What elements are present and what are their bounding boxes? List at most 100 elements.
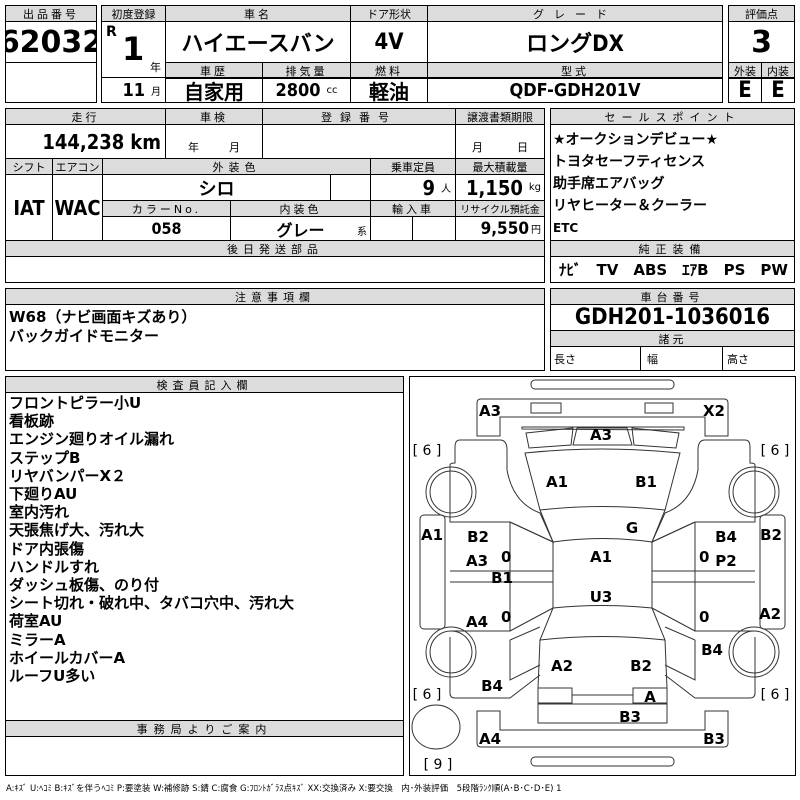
damage-label: [ 6 ] [761, 443, 790, 459]
front-panels [525, 427, 680, 449]
import-a [370, 216, 413, 241]
grille [521, 426, 685, 431]
rear-left-fender [449, 626, 541, 699]
inspector-line: 天張焦げ大、汚れ大 [9, 521, 145, 540]
front-bar [530, 379, 675, 390]
ac-label: エアコン [52, 158, 103, 175]
damage-label: [ 9 ] [424, 757, 453, 773]
damage-label: B2 [760, 526, 782, 544]
capacity-unit: 人 [441, 184, 451, 195]
wheel-inner [429, 630, 473, 674]
color: シロ [102, 174, 331, 201]
rear-bumper [476, 710, 729, 748]
year: 1 [122, 30, 145, 68]
inspector-line: エンジン廻りオイル漏れ [9, 430, 175, 449]
damage-label: A2 [759, 605, 781, 623]
equipment: ﾅﾋﾞ TV ABS ｴｱB PS PW [550, 256, 795, 283]
reg-no [262, 124, 456, 159]
model-label: 型式 [427, 62, 723, 79]
lot-blank [5, 62, 97, 103]
first-reg-year: R 1 年 [101, 21, 166, 78]
import-label: 輸入車 [370, 200, 456, 217]
sales-item: ETC [553, 221, 579, 235]
import-b [412, 216, 456, 241]
max-load: 1,150 kg [455, 174, 545, 201]
damage-label: B2 [467, 528, 489, 546]
lot-label: 出品番号 [5, 5, 97, 22]
sales-item: 助手席エアバッグ [553, 176, 665, 192]
mark: 0 [699, 548, 709, 566]
damage-label: B1 [491, 569, 513, 587]
load-unit: kg [528, 182, 541, 193]
grade-label: グレード [427, 5, 723, 22]
wheel-inner [732, 630, 776, 674]
inspector-line: 室内汚れ [9, 503, 70, 522]
damage-label: B4 [701, 641, 723, 659]
displacement-unit: cc [326, 84, 338, 96]
left-step [419, 514, 446, 630]
wheel-rear-right [728, 626, 780, 678]
mileage-value: 144,238 [42, 129, 125, 154]
rear-bar [530, 756, 675, 767]
damage-label: A2 [551, 657, 573, 675]
capacity-label: 乗車定員 [370, 158, 456, 175]
car-name: ハイエースバン [165, 21, 351, 63]
damage-label: A [644, 688, 656, 706]
year-unit: 年 [150, 61, 161, 74]
month: 11 [122, 79, 145, 101]
damage-label: A4 [479, 730, 501, 748]
sales-label: セールスポイント [550, 108, 795, 125]
displacement-label: 排気量 [262, 62, 351, 79]
length: 長さ [550, 346, 641, 371]
shift: IAT [5, 174, 53, 241]
rear-lamp-left [537, 687, 573, 704]
notes-label: 注意事項欄 [5, 288, 545, 305]
reg-no-label: 登録番号 [262, 108, 456, 125]
ext-label: 外装 [728, 62, 762, 79]
sales-points: ★オークションデビュー★ トヨタセーフティセンス 助手席エアバッグ リヤヒーター… [550, 124, 795, 241]
load-value: 1,150 [465, 175, 523, 200]
fuel-label: 燃料 [350, 62, 428, 79]
front-left-fender [449, 439, 555, 544]
color-no: 058 [102, 216, 231, 241]
interior-value: グレー [276, 220, 325, 240]
height: 高さ [722, 346, 795, 371]
damage-label: [ 6 ] [413, 687, 442, 703]
inspection-year-unit: 年 [188, 141, 199, 154]
wheel-inner [429, 470, 473, 514]
recycle-unit: 円 [531, 225, 541, 236]
inspector-line: リヤバンパーX２ [9, 466, 127, 485]
mark: 0 [699, 608, 709, 626]
grade: ロングDX [427, 21, 723, 63]
color-no-label: カラーNo. [102, 200, 231, 217]
ac: WAC [52, 174, 103, 241]
damage-label: X2 [703, 402, 725, 420]
notes: W68（ナビ画面キズあり） バックガイドモニター [5, 304, 545, 371]
chassis-label: 車台番号 [550, 288, 795, 305]
office-label: 事務局よりご案内 [5, 720, 404, 737]
ext-grade: E [728, 77, 762, 103]
inspector-line: ミラーA [9, 630, 66, 649]
inspector-line: 荷室AU [9, 612, 63, 631]
interior-color: グレー系 [230, 216, 371, 241]
windshield [539, 509, 666, 543]
history-label: 車歴 [165, 62, 263, 79]
wheel-front-right [728, 466, 780, 518]
inspection-label: 車検 [165, 108, 263, 125]
lot-number: 62032 [5, 21, 97, 63]
shift-label: シフト [5, 158, 53, 175]
recycle-label: リサイクル預託金 [455, 200, 545, 217]
front-bumper [476, 398, 729, 437]
damage-label: A3 [590, 426, 612, 444]
rear-gate [537, 703, 668, 724]
legend: A:ｷｽﾞ U:ﾍｺﾐ B:ｷｽﾞを伴うﾍｺﾐ P:要塗装 W:補修跡 S:錆 … [6, 784, 562, 794]
damage-label: A4 [466, 613, 488, 631]
width: 幅 [640, 346, 723, 371]
note-line: バックガイドモニター [9, 327, 160, 345]
car-name-label: 車名 [165, 5, 351, 22]
